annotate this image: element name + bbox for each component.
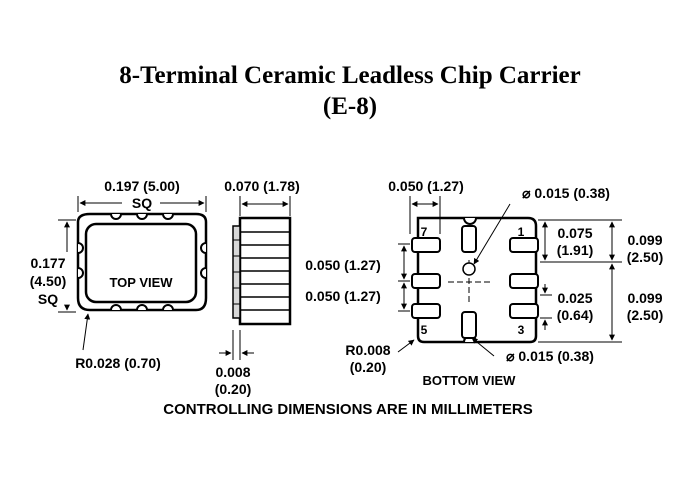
- bottom-view-dim-025-in: 0.025: [557, 290, 592, 306]
- diagram-subtitle: (E-8): [322, 93, 378, 120]
- controlling-dimensions-note: CONTROLLING DIMENSIONS ARE IN MILLIMETER…: [163, 401, 532, 418]
- bottom-view-dim-099-bot-in: 0.099: [627, 290, 662, 306]
- pin-1-label: 1: [518, 225, 525, 239]
- bottom-view-outline: [416, 216, 538, 344]
- top-view: TOP VIEW 0.197 (5.00) SQ 0.177 (4.50) SQ…: [30, 178, 208, 371]
- top-view-label: TOP VIEW: [109, 275, 173, 290]
- top-view-width-sq: SQ: [132, 195, 152, 211]
- pin-5-label: 5: [421, 323, 428, 337]
- bottom-view-center-hole: [462, 262, 476, 276]
- bottom-view-hole-dim-top: ⌀ 0.015 (0.38): [522, 185, 610, 201]
- pin-3-label: 3: [518, 323, 525, 337]
- bottom-view: 7 1 5 3 0.050 (1.27) ⌀ 0.015 (0.38) 0.05…: [305, 178, 663, 388]
- bottom-view-dim-075-in: 0.075: [557, 225, 592, 241]
- top-view-width-dim: 0.197 (5.00): [104, 178, 180, 194]
- bottom-view-hole-dim-bottom: ⌀ 0.015 (0.38): [506, 348, 594, 364]
- bottom-view-pitch-lower: 0.050 (1.27): [305, 288, 381, 304]
- bottom-view-pitch-upper: 0.050 (1.27): [305, 257, 381, 273]
- bottom-view-dim-025-mm: (0.64): [557, 307, 594, 323]
- top-view-lid: [84, 222, 198, 304]
- bottom-view-dim-099-bot-mm: (2.50): [627, 307, 664, 323]
- bottom-view-label: BOTTOM VIEW: [423, 373, 517, 388]
- top-view-corner-radius: R0.028 (0.70): [75, 355, 161, 371]
- side-view: 0.070 (1.78) 0.008 (0.20): [215, 178, 300, 397]
- side-view-pad-dim-mm: (0.20): [215, 381, 252, 397]
- top-view-height-sq: SQ: [38, 291, 58, 307]
- bottom-view-dim-075-mm: (1.91): [557, 242, 594, 258]
- bottom-view-pad-width-dim: 0.050 (1.27): [388, 178, 464, 194]
- side-view-pad-dim-in: 0.008: [215, 364, 250, 380]
- bottom-view-r008-mm: (0.20): [350, 359, 387, 375]
- bottom-view-dim-099-top-mm: (2.50): [627, 249, 664, 265]
- top-view-height-dim-mm: (4.50): [30, 273, 67, 289]
- side-view-thickness-dim: 0.070 (1.78): [224, 178, 300, 194]
- top-view-height-dim-in: 0.177: [30, 255, 65, 271]
- diagram-title: 8-Terminal Ceramic Leadless Chip Carrier: [119, 62, 581, 89]
- bottom-view-dim-099-top-in: 0.099: [627, 232, 662, 248]
- bottom-view-r008-in: R0.008: [345, 342, 390, 358]
- pin-7-label: 7: [421, 225, 428, 239]
